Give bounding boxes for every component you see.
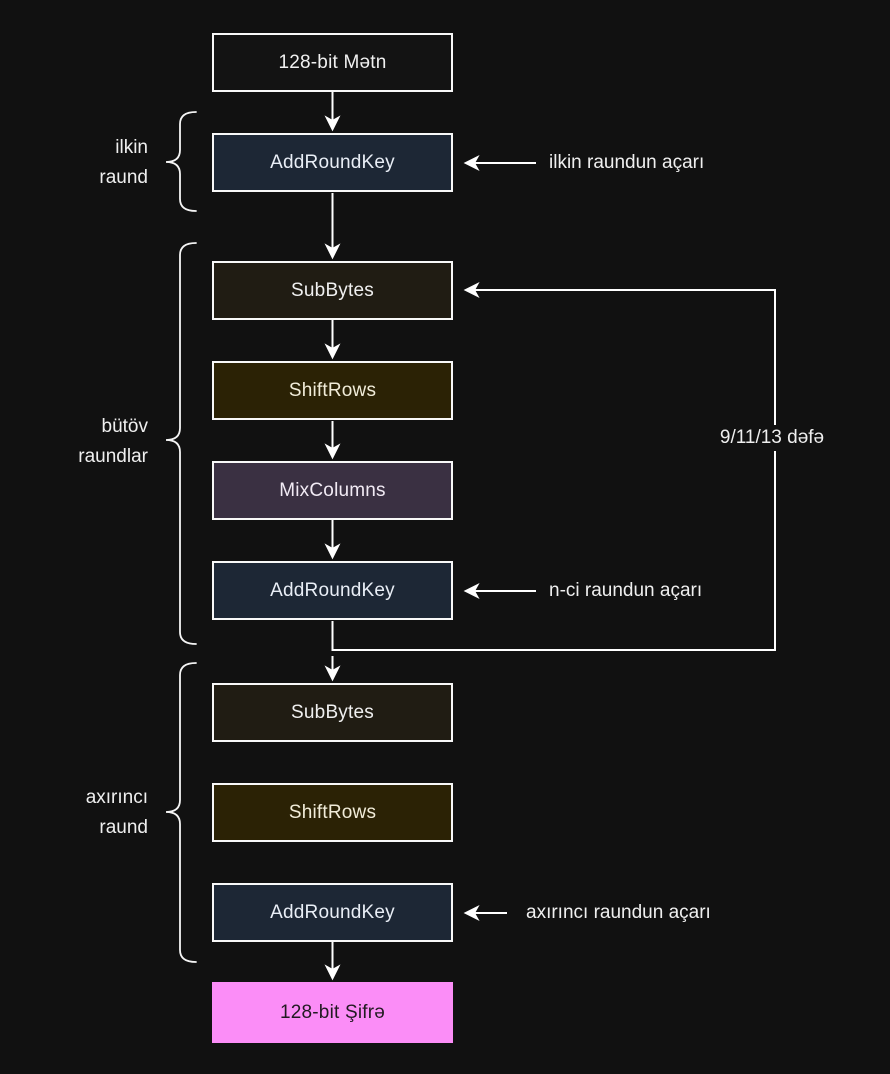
- node-addroundkey-final: AddRoundKey: [212, 883, 453, 942]
- node-addroundkey-main: AddRoundKey: [212, 561, 453, 620]
- brace-initial-round: [165, 111, 197, 212]
- label-final-round-line2: raund: [99, 817, 148, 838]
- label-initial-round-line2: raund: [99, 167, 148, 188]
- label-main-rounds-line1: bütöv: [101, 416, 148, 437]
- node-shiftrows-main: ShiftRows: [212, 361, 453, 420]
- brace-final-round: [165, 662, 197, 963]
- label-loop-count: 9/11/13 dəfə: [705, 425, 839, 451]
- brace-main-rounds: [165, 242, 197, 645]
- node-mixcolumns: MixColumns: [212, 461, 453, 520]
- label-initial-round: ilkin raund: [24, 133, 148, 193]
- label-main-rounds-line2: raundlar: [78, 446, 148, 467]
- label-nth-round-key: n-ci raundun açarı: [549, 580, 703, 601]
- label-final-round-line1: axırıncı: [85, 787, 148, 808]
- label-initial-round-line1: ilkin: [115, 137, 148, 158]
- label-main-rounds: bütöv raundlar: [24, 412, 148, 472]
- node-subbytes-final: SubBytes: [212, 683, 453, 742]
- label-final-round-key: axırıncı raundun açarı: [526, 902, 711, 923]
- node-subbytes-main: SubBytes: [212, 261, 453, 320]
- feedback-loop-path: [331, 282, 776, 651]
- node-addroundkey-initial: AddRoundKey: [212, 133, 453, 192]
- node-plaintext: 128-bit Mətn: [212, 33, 453, 92]
- node-ciphertext: 128-bit Şifrə: [212, 982, 453, 1043]
- node-shiftrows-final: ShiftRows: [212, 783, 453, 842]
- label-initial-round-key: ilkin raundun açarı: [549, 152, 705, 173]
- label-final-round: axırıncı raund: [24, 783, 148, 843]
